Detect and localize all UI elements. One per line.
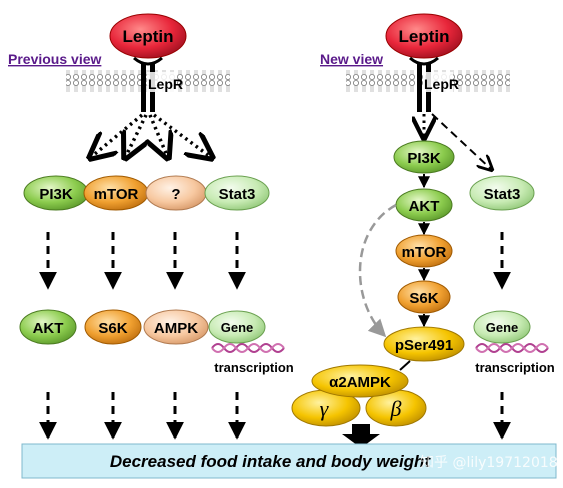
left-stat3-node <box>204 175 270 211</box>
left-akt-node <box>19 309 77 345</box>
watermark-text: 知乎 @lily19712018 <box>420 454 558 471</box>
left-panel: Leptin Previous view LepR PI3K mTOR ? St… <box>8 13 294 440</box>
right-ampk-alpha-node <box>311 364 409 398</box>
right-transcription-label: transcription <box>475 360 555 375</box>
left-gene-node <box>208 310 266 344</box>
right-pser491-label: pSer491 <box>395 337 453 354</box>
right-leptin-node <box>385 13 463 59</box>
left-gene-label: Gene <box>221 320 254 335</box>
right-leptin-label: Leptin <box>399 27 450 46</box>
right-s6k-node <box>397 280 451 314</box>
left-receptor-label: LepR <box>148 76 183 92</box>
left-s6k-node <box>84 309 142 345</box>
right-mtor-label: mTOR <box>402 244 447 261</box>
left-leptin-receptor <box>133 56 177 112</box>
left-transcription-label: transcription <box>214 360 294 375</box>
left-ampk-label: AMPK <box>154 320 198 337</box>
left-pi3k-label: PI3K <box>39 186 73 203</box>
right-stat3-label: Stat3 <box>484 186 521 203</box>
right-dna-icon <box>475 343 549 353</box>
right-gene-node <box>473 310 531 344</box>
right-pser491-node <box>383 326 465 362</box>
left-akt-label: AKT <box>33 320 64 337</box>
right-leptin-receptor <box>409 56 453 112</box>
right-pi3k-label: PI3K <box>407 150 441 167</box>
right-mtor-node <box>395 234 453 268</box>
outcome-banner <box>21 443 557 479</box>
left-ampk-node <box>143 309 209 345</box>
right-arrow-pser-ampk <box>399 360 411 371</box>
right-pi3k-node <box>393 140 455 174</box>
right-receptor-label: LepR <box>424 76 459 92</box>
left-mtor-label: mTOR <box>94 186 139 203</box>
left-bottom-arrows <box>39 392 246 440</box>
left-leptin-label: Leptin <box>123 27 174 46</box>
left-view-title: Previous view <box>8 51 101 67</box>
left-leptin-node <box>109 13 187 59</box>
right-ampk-beta-label: β <box>390 396 402 421</box>
right-view-title: New view <box>320 51 383 67</box>
left-stat3-label: Stat3 <box>219 186 256 203</box>
right-receptor-arrows <box>424 113 492 170</box>
left-dna-icon <box>211 343 285 353</box>
right-s6k-label: S6K <box>409 290 438 307</box>
left-s6k-label: S6K <box>98 320 127 337</box>
right-akt-label: AKT <box>409 198 440 215</box>
left-fan-arrows <box>90 113 212 158</box>
left-mid-arrows <box>39 232 246 290</box>
right-akt-to-pser-arrow <box>358 203 397 338</box>
right-gene-label: Gene <box>486 320 519 335</box>
right-ampk-complex: α2AMPK γ β <box>291 364 427 427</box>
right-stat3-node <box>469 175 535 211</box>
right-panel: Leptin New view LepR PI3K AKT mTOR S6K <box>291 13 555 448</box>
right-ampk-gamma-label: γ <box>320 396 330 421</box>
right-complex-down-arrow <box>342 424 380 448</box>
left-unknown-label: ? <box>171 186 180 203</box>
right-ampk-alpha-label: α2AMPK <box>329 374 391 391</box>
outcome-label: Decreased food intake and body weight <box>110 452 432 471</box>
